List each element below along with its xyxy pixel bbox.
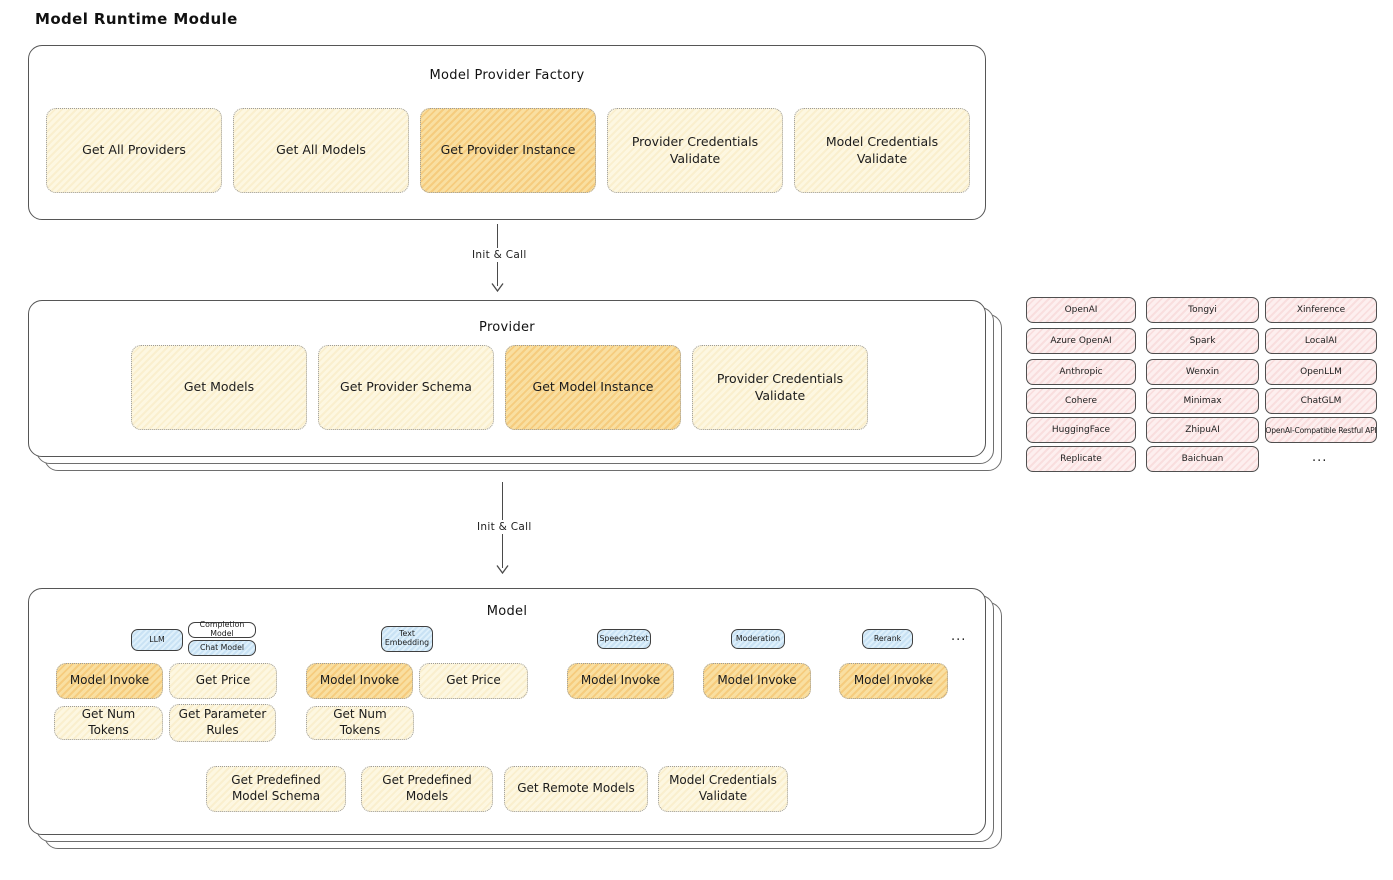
rerank-model-invoke-node: Model Invoke (839, 663, 948, 699)
provider-box: Provider Get Models Get Provider Schema … (28, 300, 986, 457)
provider-cell-tongyi: Tongyi (1146, 297, 1259, 323)
text-embedding-get-price-node: Get Price (419, 663, 528, 699)
provider-cell-zhipuai: ZhipuAI (1146, 417, 1259, 443)
provider-cell-huggingface: HuggingFace (1026, 417, 1136, 443)
provider-to-model-arrow-label: Init & Call (473, 520, 536, 534)
provider-cell-chatglm: ChatGLM (1265, 388, 1377, 414)
get-predefined-model-schema-node: Get Predefined Model Schema (206, 766, 346, 812)
provider-box-title: Provider (479, 320, 535, 335)
factory-get-all-providers-node: Get All Providers (46, 108, 222, 193)
provider-cell-anthropic: Anthropic (1026, 359, 1136, 385)
provider-cell-cohere: Cohere (1026, 388, 1136, 414)
arrowhead-icon (491, 283, 504, 293)
factory-get-provider-instance-node: Get Provider Instance (420, 108, 596, 193)
llm-model-invoke-node: Model Invoke (56, 663, 163, 699)
provider-cell-openai: OpenAI (1026, 297, 1136, 323)
provider-cell-spark: Spark (1146, 328, 1259, 354)
tag-completion-model: Completion Model (188, 620, 256, 638)
tag-rerank: Rerank (862, 629, 913, 649)
factory-model-credentials-validate-node: Model Credentials Validate (794, 108, 970, 193)
provider-cell-openai-compatible-restful-api: OpenAI-Compatible Restful API (1265, 417, 1377, 443)
provider-get-model-instance-node: Get Model Instance (505, 345, 681, 430)
factory-box: Model Provider Factory Get All Providers… (28, 45, 986, 220)
get-predefined-models-node: Get Predefined Models (361, 766, 493, 812)
provider-cell-azure-openai: Azure OpenAI (1026, 328, 1136, 354)
model-credentials-validate-node: Model Credentials Validate (658, 766, 788, 812)
provider-cell-baichuan: Baichuan (1146, 446, 1259, 472)
provider-get-provider-schema-node: Get Provider Schema (318, 345, 494, 430)
llm-get-price-node: Get Price (169, 663, 277, 699)
moderation-model-invoke-node: Model Invoke (703, 663, 811, 699)
provider-get-models-node: Get Models (131, 345, 307, 430)
llm-get-num-tokens-node: Get Num Tokens (54, 706, 163, 740)
text-embedding-model-invoke-node: Model Invoke (306, 663, 413, 699)
speech2text-model-invoke-node: Model Invoke (567, 663, 674, 699)
tag-speech2text: Speech2text (597, 629, 651, 649)
model-box: Model LLM Completion Model Chat Model Te… (28, 588, 986, 835)
arrowhead-icon (496, 565, 509, 575)
model-box-title: Model (486, 604, 528, 619)
providers-grid-more-ellipsis: ... (1312, 450, 1328, 465)
provider-cell-wenxin: Wenxin (1146, 359, 1259, 385)
model-tags-more-ellipsis: ... (951, 629, 967, 644)
provider-cell-xinference: Xinference (1265, 297, 1377, 323)
factory-box-title: Model Provider Factory (429, 68, 585, 83)
tag-llm: LLM (131, 629, 183, 651)
provider-cell-openllm: OpenLLM (1265, 359, 1377, 385)
provider-cell-replicate: Replicate (1026, 446, 1136, 472)
provider-cell-minimax: Minimax (1146, 388, 1259, 414)
tag-text-embedding: Text Embedding (381, 626, 433, 652)
llm-get-parameter-rules-node: Get Parameter Rules (169, 704, 276, 742)
provider-provider-credentials-validate-node: Provider Credentials Validate (692, 345, 868, 430)
factory-to-provider-arrow-label: Init & Call (468, 248, 531, 262)
page-title: Model Runtime Module (35, 10, 238, 28)
provider-cell-localai: LocalAI (1265, 328, 1377, 354)
get-remote-models-node: Get Remote Models (504, 766, 648, 812)
factory-provider-credentials-validate-node: Provider Credentials Validate (607, 108, 783, 193)
text-embedding-get-num-tokens-node: Get Num Tokens (306, 706, 414, 740)
tag-moderation: Moderation (731, 629, 785, 649)
tag-chat-model: Chat Model (188, 640, 256, 656)
factory-get-all-models-node: Get All Models (233, 108, 409, 193)
